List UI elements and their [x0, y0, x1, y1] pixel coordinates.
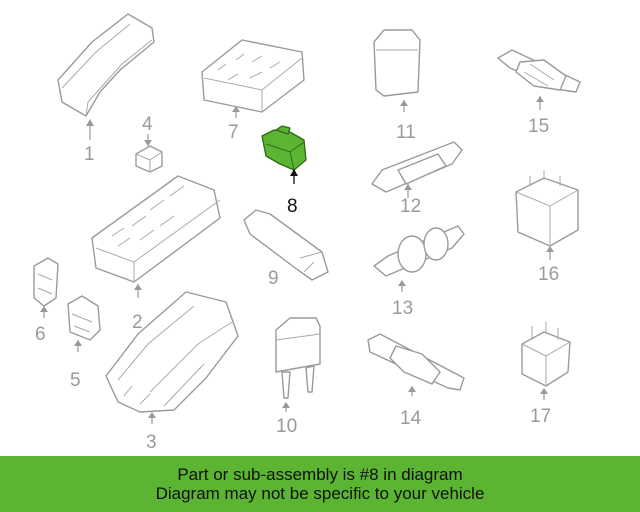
callout-1: 1	[84, 144, 95, 165]
callout-2: 2	[132, 312, 143, 333]
part-17-mini-relay[interactable]: 17	[521, 322, 571, 427]
part-3-fuse-box-housing[interactable]: 3	[105, 291, 239, 453]
part-1-fuse-box-cover[interactable]: 1	[57, 13, 155, 165]
callout-15: 15	[528, 116, 549, 137]
part-7-junction-block[interactable]: 7	[201, 39, 305, 143]
banner-line-1: Part or sub-assembly is #8 in diagram	[177, 465, 463, 484]
part-16-relay[interactable]: 16	[515, 170, 579, 285]
part-4-clip[interactable]: 4	[135, 114, 163, 173]
banner-line-2: Diagram may not be specific to your vehi…	[155, 484, 485, 503]
part-15-fusible-link[interactable]: 15	[497, 49, 581, 137]
callout-5: 5	[70, 370, 81, 391]
callout-9: 9	[268, 268, 279, 289]
part-10-blade-fuse[interactable]: 10	[275, 317, 321, 437]
part-5-bracket[interactable]: 5	[67, 295, 101, 391]
callout-11: 11	[396, 122, 416, 143]
callout-10: 10	[276, 416, 297, 437]
callout-8: 8	[287, 196, 298, 217]
info-banner: Part or sub-assembly is #8 in diagram Di…	[0, 456, 640, 512]
part-2-relay-block[interactable]: 2	[91, 175, 221, 333]
callout-6: 6	[35, 324, 46, 345]
callout-16: 16	[538, 264, 559, 285]
callout-12: 12	[400, 196, 421, 217]
parts-diagram: 1 4 7 8 11 15	[33, 13, 581, 453]
callout-4: 4	[142, 114, 153, 135]
callout-3: 3	[146, 432, 157, 453]
part-12-cartridge-fuse[interactable]: 12	[371, 141, 463, 217]
part-6-bracket[interactable]: 6	[33, 257, 59, 345]
part-8-highlighted-relay[interactable]: 8	[261, 125, 307, 217]
callout-13: 13	[392, 298, 413, 319]
callout-17: 17	[530, 406, 551, 427]
callout-7: 7	[228, 122, 239, 143]
part-11-maxi-fuse[interactable]: 11	[373, 29, 421, 143]
callout-14: 14	[400, 408, 422, 429]
part-14-fusible-link[interactable]: 14	[367, 333, 465, 429]
part-13-fusible-cartridge[interactable]: 13	[373, 225, 465, 319]
part-9-rubber-cover[interactable]: 9	[243, 209, 329, 289]
